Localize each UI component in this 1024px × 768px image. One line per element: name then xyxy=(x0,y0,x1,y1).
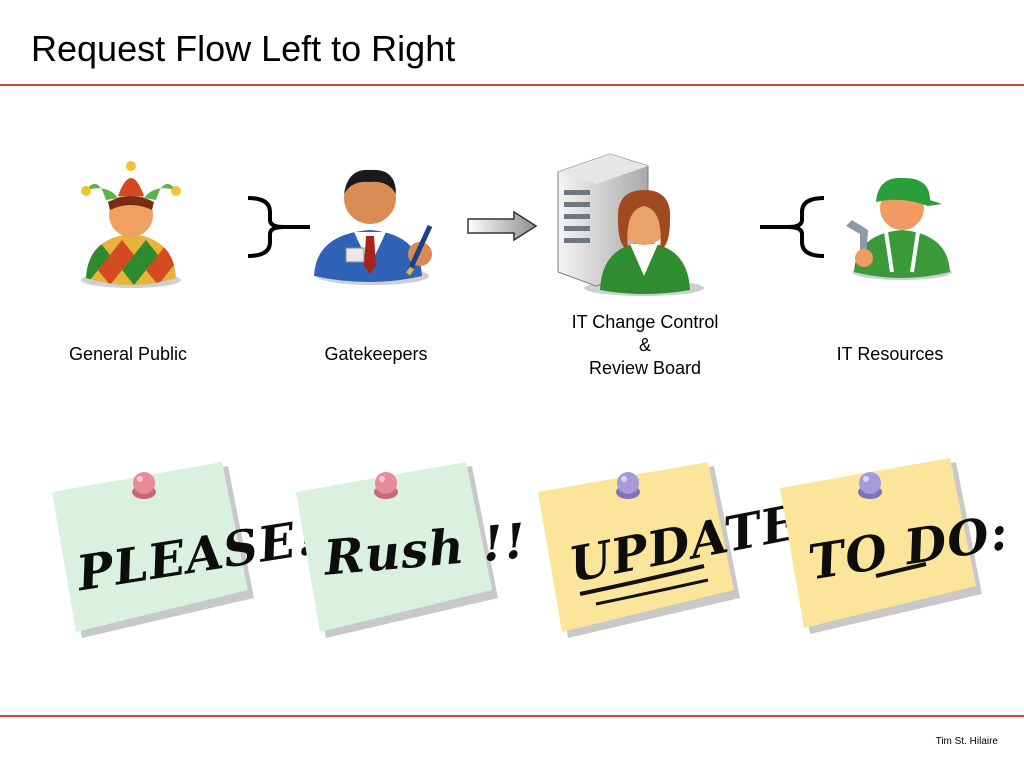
businessman-icon xyxy=(314,169,433,285)
jester-icon xyxy=(81,161,181,288)
sticky-note-paper xyxy=(538,462,740,638)
sticky-note-paper xyxy=(52,462,254,638)
right-brace-icon xyxy=(247,196,310,258)
actor-label-line: Review Board xyxy=(588,358,702,378)
sticky-note-paper xyxy=(296,462,498,638)
pushpin-icon xyxy=(374,472,398,499)
pushpin-icon xyxy=(616,472,640,499)
actor-label-change-control: IT Change Control & Review Board xyxy=(545,311,745,380)
pushpin-icon xyxy=(132,472,156,499)
sticky-note-update: UPDATE xyxy=(536,462,804,642)
sticky-note-todo: TO DO: xyxy=(778,458,1013,638)
actor-label-line: & xyxy=(638,335,651,355)
arrow-right-icon xyxy=(467,210,538,242)
sticky-note-rush: Rush !! xyxy=(294,462,529,642)
slide-title: Request Flow Left to Right xyxy=(31,28,456,69)
actor-label-general-public: General Public xyxy=(68,344,188,364)
footer-author: Tim St. Hilaire xyxy=(935,736,998,747)
actor-label-line: IT Change Control xyxy=(571,312,719,332)
mechanic-icon xyxy=(846,177,952,280)
actor-label-it-resources: IT Resources xyxy=(836,344,944,364)
sticky-note-paper xyxy=(780,458,982,634)
sticky-note-please: PLEASE!! xyxy=(50,462,344,642)
pushpin-icon xyxy=(858,472,882,499)
actor-label-gatekeepers: Gatekeepers xyxy=(324,344,428,364)
top-divider xyxy=(0,84,1024,86)
bottom-divider xyxy=(0,715,1024,717)
left-brace-icon xyxy=(760,196,825,258)
server-admin-icon xyxy=(557,153,704,296)
